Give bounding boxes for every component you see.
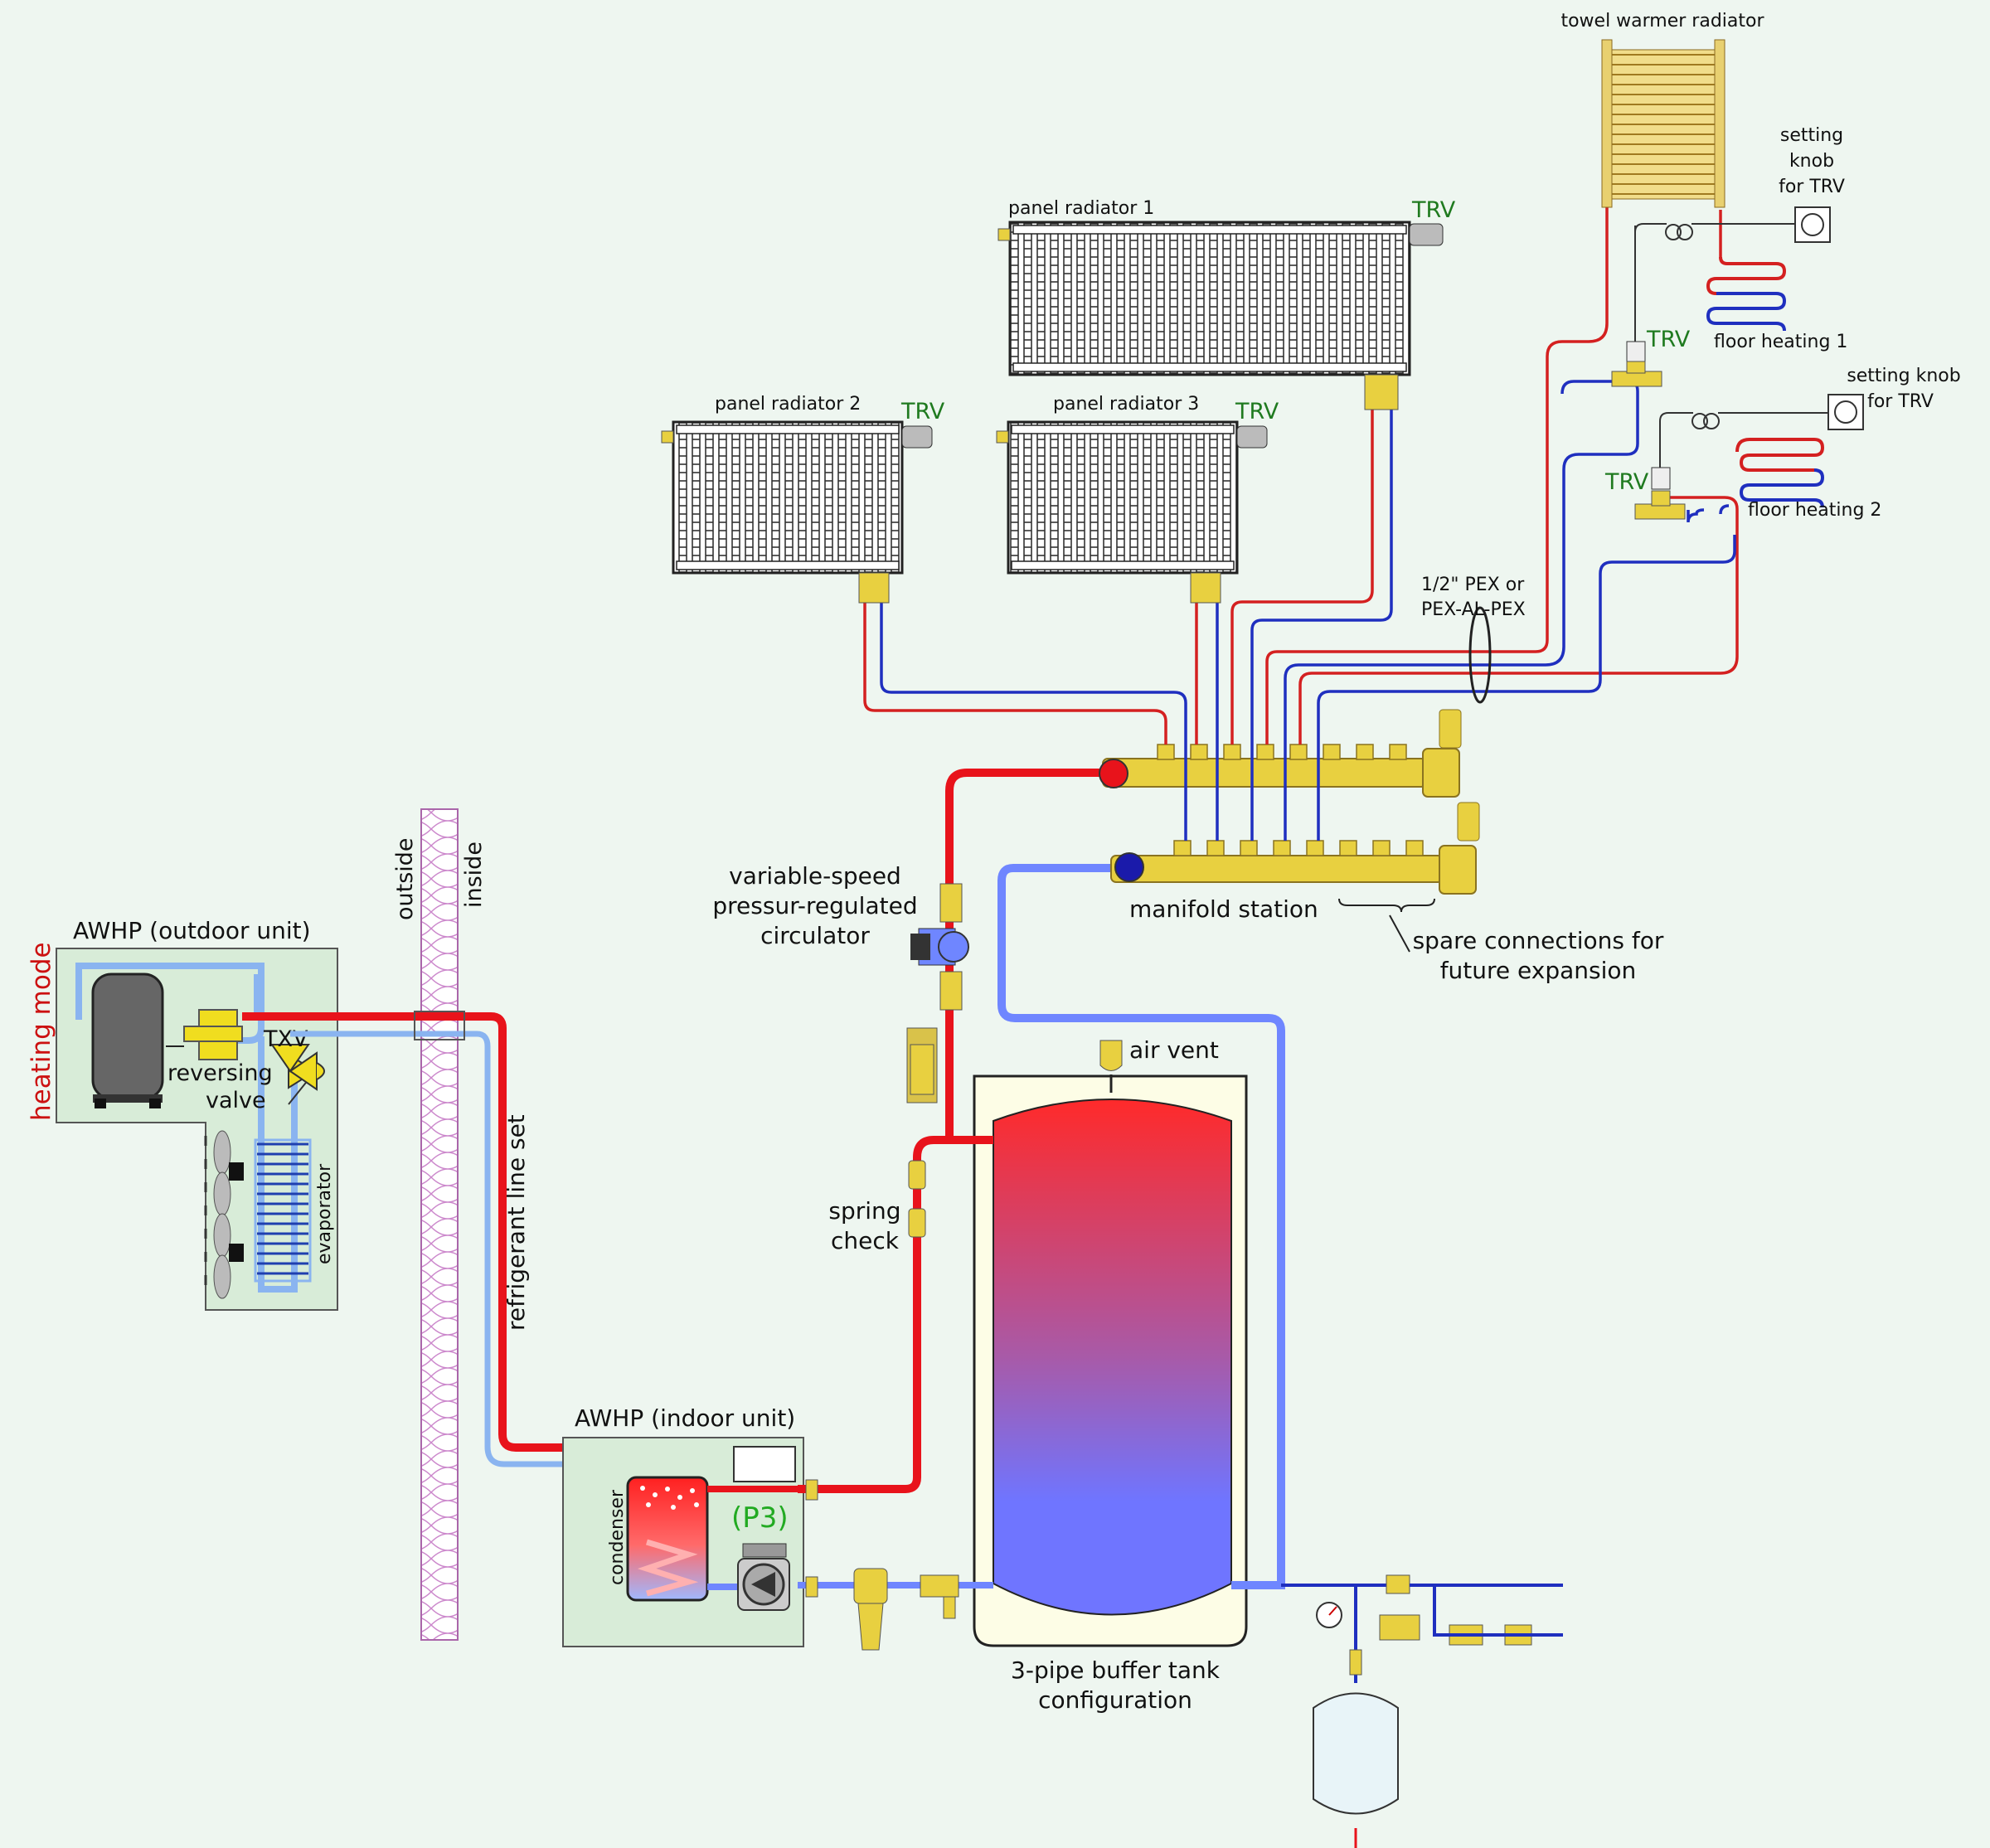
condenser-label: condenser [607,1489,628,1585]
txv-valve [270,1044,325,1105]
panel-radiator-3-label: panel radiator 3 [1053,394,1199,415]
refrigerant-line-set-label: refrigerant line set [502,1114,530,1331]
trv-label-floor-2: TRV [1604,469,1649,495]
setting-knob-1-label-3: for TRV [1779,177,1845,197]
outdoor-unit: reversing valve TXV [56,948,338,1311]
trv-label-radiator-2: TRV [900,399,945,424]
manifold-ports [1157,744,1424,856]
capillary-tube-2 [1659,412,1828,431]
spare-connections-label-1: spare connections for [1413,927,1664,954]
evaporator-label: evaporator [314,1163,335,1264]
floor-heating-1-label: floor heating 1 [1714,332,1847,352]
heating-mode-label: heating mode [27,942,56,1121]
outside-label: outside [392,837,418,920]
makeup-valves [1379,1574,1563,1646]
setting-knob-1 [1794,206,1831,243]
manifold-station-label: manifold station [1129,895,1318,923]
supply-ball-valve [1099,759,1128,788]
reversing-valve [166,1009,243,1060]
trv-valve-floor-2 [1634,431,1686,520]
towel-warmer-radiator [1601,39,1725,208]
pex-label-2: PEX-AL-PEX [1421,599,1526,620]
buffer-tank-label-1: 3-pipe buffer tank [1011,1656,1221,1684]
panel-radiator-2 [661,420,933,604]
compressor [91,973,164,1108]
panel-radiator-1-label: panel radiator 1 [1008,198,1154,219]
spare-connections-label-2: future expansion [1440,957,1637,984]
circulator-label-1: variable-speed [729,862,901,890]
spring-check-label-2: check [831,1227,900,1254]
supply-manifold [1102,758,1427,788]
indoor-unit-label: AWHP (indoor unit) [575,1404,795,1432]
trv-valve-floor-1 [1611,226,1662,387]
buffer-tank-label-2: configuration [1038,1686,1192,1714]
wall-insulation [420,808,459,1641]
spare-connections-bracket [1338,898,1435,913]
air-vent-label: air vent [1129,1036,1219,1064]
floor-heating-2-label: floor heating 2 [1748,500,1881,521]
circulator-pump [938,931,969,963]
circulator-label-3: circulator [760,922,870,949]
outdoor-unit-label: AWHP (outdoor unit) [73,917,311,944]
pex-bundle-marker [1468,606,1492,704]
spring-check-label-1: spring [828,1197,900,1225]
reversing-valve-label-2: valve [206,1088,266,1113]
circulator-label-2: pressur-regulated [712,892,917,919]
reversing-valve-label-1: reversing [167,1060,273,1086]
control-display [733,1446,796,1482]
inside-label: inside [461,842,487,908]
pex-label-1: 1/2" PEX or [1421,575,1525,595]
pump-p3-label: (P3) [731,1501,789,1535]
floor-heating-2-loop [1735,438,1825,508]
fittings [805,883,969,1651]
towel-warmer-label: towel warmer radiator [1560,11,1764,32]
expansion-tank [1313,1649,1399,1848]
return-ball-valve [1114,852,1144,882]
floor-heating-1-loop [1706,256,1787,332]
setting-knob-2 [1827,394,1864,430]
return-pipe-manifold-to-tank [997,864,1285,1589]
setting-knob-1-label-1: setting [1780,125,1843,146]
capillary-tube-1 [1634,223,1795,240]
supply-pipe-heatpump-to-tank [798,1136,993,1493]
trv-label-radiator-3: TRV [1235,399,1279,424]
fan-left [213,1130,244,1299]
setting-knob-1-label-2: knob [1789,151,1834,172]
trv-label-floor-1: TRV [1646,327,1691,352]
evaporator-coil [254,1138,312,1283]
wall-sleeve [414,1011,465,1040]
buffer-tank [973,1040,1248,1647]
setting-knob-2-label-2: for TRV [1867,391,1934,412]
circulator-p3 [737,1543,790,1611]
panel-radiator-2-label: panel radiator 2 [715,394,861,415]
indoor-unit [562,1437,804,1647]
txv-label: TXV [263,1026,308,1052]
supply-pipe-tank-to-manifold [945,769,1103,1140]
panel-radiator-1 [997,221,1444,410]
panel-radiator-3 [996,420,1268,604]
setting-knob-2-label-1: setting knob [1847,366,1960,386]
manifold-station [1099,709,1480,895]
pressure-gauge [1316,1602,1342,1628]
return-manifold [1110,855,1444,883]
trv-label-radiator-1: TRV [1411,197,1456,223]
